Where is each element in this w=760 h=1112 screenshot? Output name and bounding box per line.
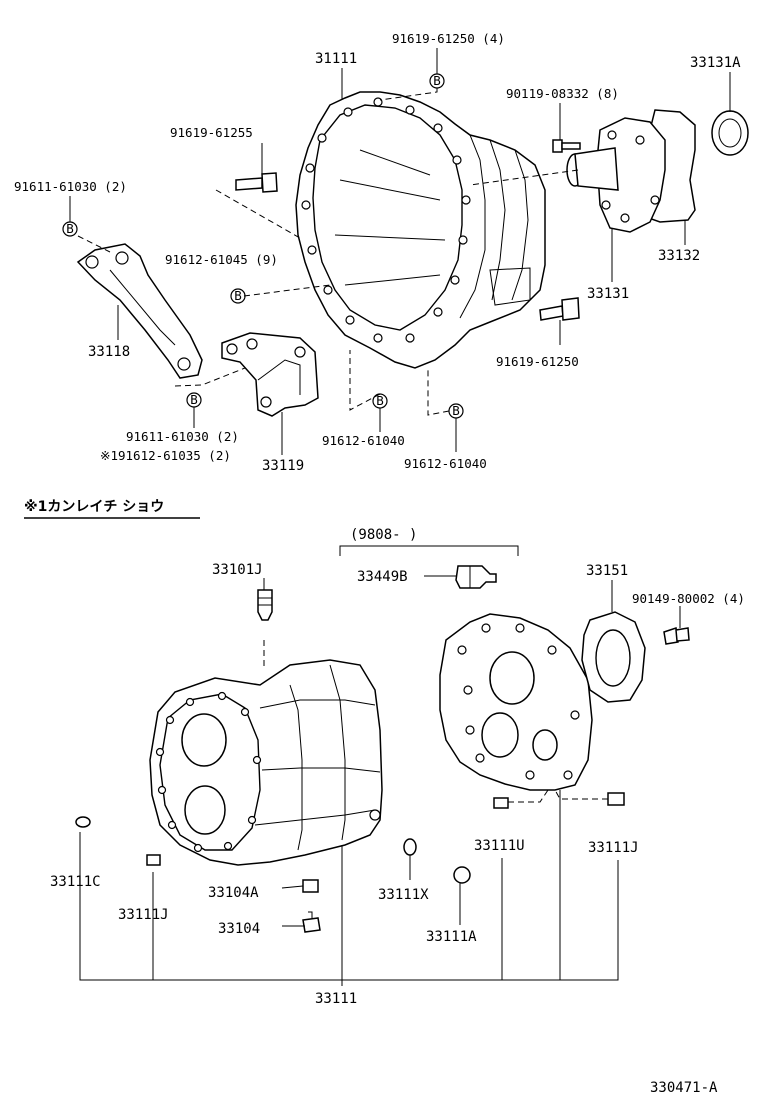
- dash-pin-33111J: [554, 789, 608, 800]
- bolt-91619-61250: [539, 297, 580, 321]
- bolt-marker-b-2: B: [62, 221, 78, 237]
- plug-33111X: [403, 838, 417, 856]
- plug-33104: [302, 911, 321, 933]
- label-91611-61030-mid: 91611-61030 (2): [126, 429, 239, 444]
- label-33132: 33132: [658, 248, 700, 264]
- section-note: ※1カンレイチ ショウ: [24, 499, 164, 515]
- bracket-33118: [76, 243, 203, 379]
- label-33449B: 33449B: [357, 569, 408, 585]
- label-91619-61250-4: 91619-61250 (4): [392, 31, 505, 46]
- sensor-33101J: [257, 589, 273, 621]
- pin-33111U: [493, 797, 509, 809]
- label-33111C: 33111C: [50, 874, 101, 890]
- transmission-case-33111: [149, 659, 383, 866]
- plug-33104A: [302, 879, 319, 893]
- date-bracket: [339, 545, 519, 556]
- dash-line-2: [215, 189, 301, 239]
- bolt-marker-b-1: B: [429, 73, 445, 89]
- label-90119-08332: 90119-08332 (8): [506, 86, 619, 101]
- pin-33111J-left: [146, 854, 161, 866]
- label-33101J: 33101J: [212, 562, 263, 578]
- label-33111J-left: 33111J: [118, 907, 169, 923]
- bell-housing-31111: [295, 91, 546, 369]
- svg-text:B: B: [234, 288, 242, 303]
- label-191612-61035: ※191612-61035 (2): [100, 448, 231, 463]
- bracket-33119: [221, 332, 319, 417]
- bolt-90119-08332: [552, 139, 581, 153]
- svg-text:B: B: [376, 393, 384, 408]
- label-33119: 33119: [262, 458, 304, 474]
- leader-33111-bracket: [79, 790, 619, 986]
- oil-seal-33131A: [711, 110, 749, 156]
- plug-33111C: [75, 816, 91, 828]
- label-33104A: 33104A: [208, 885, 259, 901]
- dash-line-4: [243, 284, 331, 297]
- label-91619-61255: 91619-61255: [170, 125, 253, 140]
- bolt-marker-b-5: B: [372, 393, 388, 409]
- bolt-marker-b-4: B: [186, 392, 202, 408]
- label-33118: 33118: [88, 344, 130, 360]
- label-33104: 33104: [218, 921, 260, 937]
- leader-33104A: [281, 885, 304, 889]
- adapter-bolt-holes: [457, 623, 580, 780]
- bolt-91619-61255: [235, 172, 278, 193]
- label-90149-80002: 90149-80002 (4): [632, 591, 745, 606]
- dash-line-7: [427, 370, 450, 416]
- label-33111U: 33111U: [474, 838, 525, 854]
- svg-text:B: B: [66, 221, 74, 236]
- bolt-marker-b-6: B: [448, 403, 464, 419]
- dash-line-8: [469, 169, 579, 186]
- adapter-plate: [439, 613, 593, 791]
- bell-housing-bolt-holes: [301, 97, 471, 343]
- svg-text:B: B: [452, 403, 460, 418]
- dash-line-3: [77, 235, 111, 253]
- bolt-marker-b-3: B: [230, 288, 246, 304]
- label-33131: 33131: [587, 286, 629, 302]
- label-33111J-right: 33111J: [588, 840, 639, 856]
- label-91612-61045: 91612-61045 (9): [165, 252, 278, 267]
- plug-33111A: [453, 866, 471, 884]
- case-bolt-holes: [155, 691, 381, 853]
- pin-33111J-right: [607, 792, 625, 806]
- diagram-code: 330471-A: [650, 1080, 718, 1096]
- label-91611-61030-top: 91611-61030 (2): [14, 179, 127, 194]
- label-33111-bottom: 33111: [315, 991, 357, 1007]
- label-31111: 31111: [315, 51, 357, 67]
- svg-text:B: B: [433, 73, 441, 88]
- label-91619-61250-mid: 91619-61250: [496, 354, 579, 369]
- svg-text:B: B: [190, 392, 198, 407]
- label-33111A: 33111A: [426, 929, 477, 945]
- extension-housing-33131: [566, 109, 696, 233]
- bolt-90149-80002: [663, 627, 690, 645]
- label-33131A: 33131A: [690, 55, 741, 71]
- label-91612-61040-a: 91612-61040: [322, 433, 405, 448]
- dash-pin-33111U: [508, 789, 549, 803]
- label-33151: 33151: [586, 563, 628, 579]
- connector-33449B: [455, 565, 497, 589]
- retainer-33151: [581, 611, 646, 703]
- dash-line-6: [349, 350, 381, 411]
- label-33111X: 33111X: [378, 887, 429, 903]
- label-91612-61040-b: 91612-61040: [404, 456, 487, 471]
- label-date-range: (9808- ): [350, 527, 417, 543]
- dash-line-1: [379, 88, 438, 101]
